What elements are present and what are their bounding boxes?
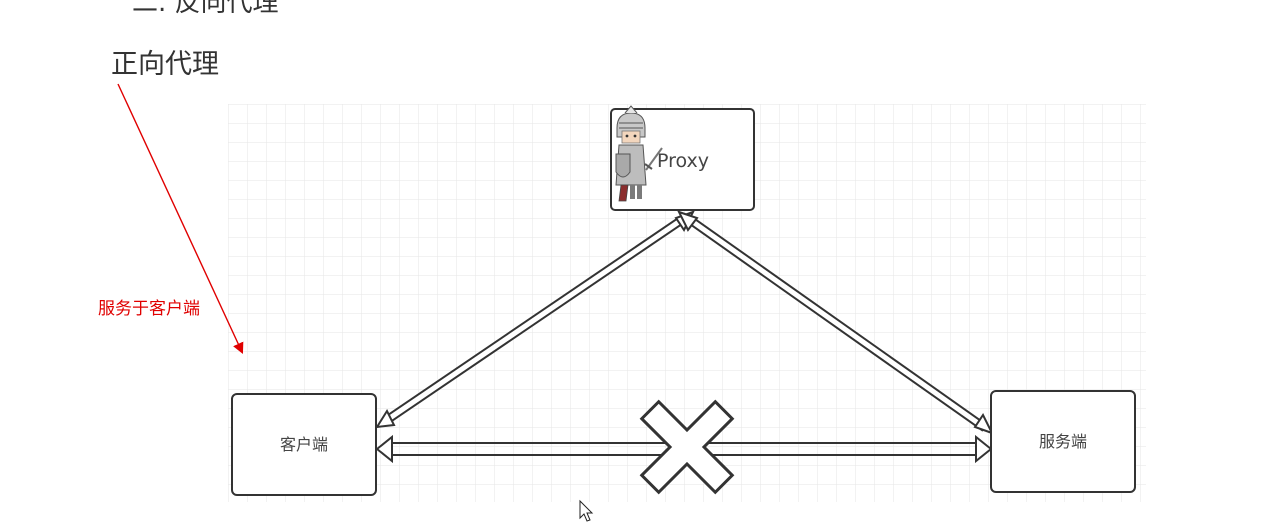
annotation-label: 服务于客户端: [98, 299, 200, 319]
annotation-arrow: [117, 83, 244, 355]
section-heading: 正向代理: [111, 49, 219, 80]
proxy-node: Proxy: [610, 105, 755, 211]
client-node: 客户端: [231, 393, 377, 496]
section-heading-cut: 二. 反向代理: [132, 0, 279, 18]
proxy-label: Proxy: [657, 150, 709, 172]
client-label: 客户端: [280, 435, 328, 454]
cross-icon: [639, 399, 735, 495]
server-label: 服务端: [1039, 432, 1087, 451]
knight-mascot-icon: [615, 105, 663, 202]
mouse-cursor-icon: [579, 499, 594, 522]
server-node: 服务端: [990, 390, 1136, 493]
edge-proxy-server: [677, 210, 995, 435]
